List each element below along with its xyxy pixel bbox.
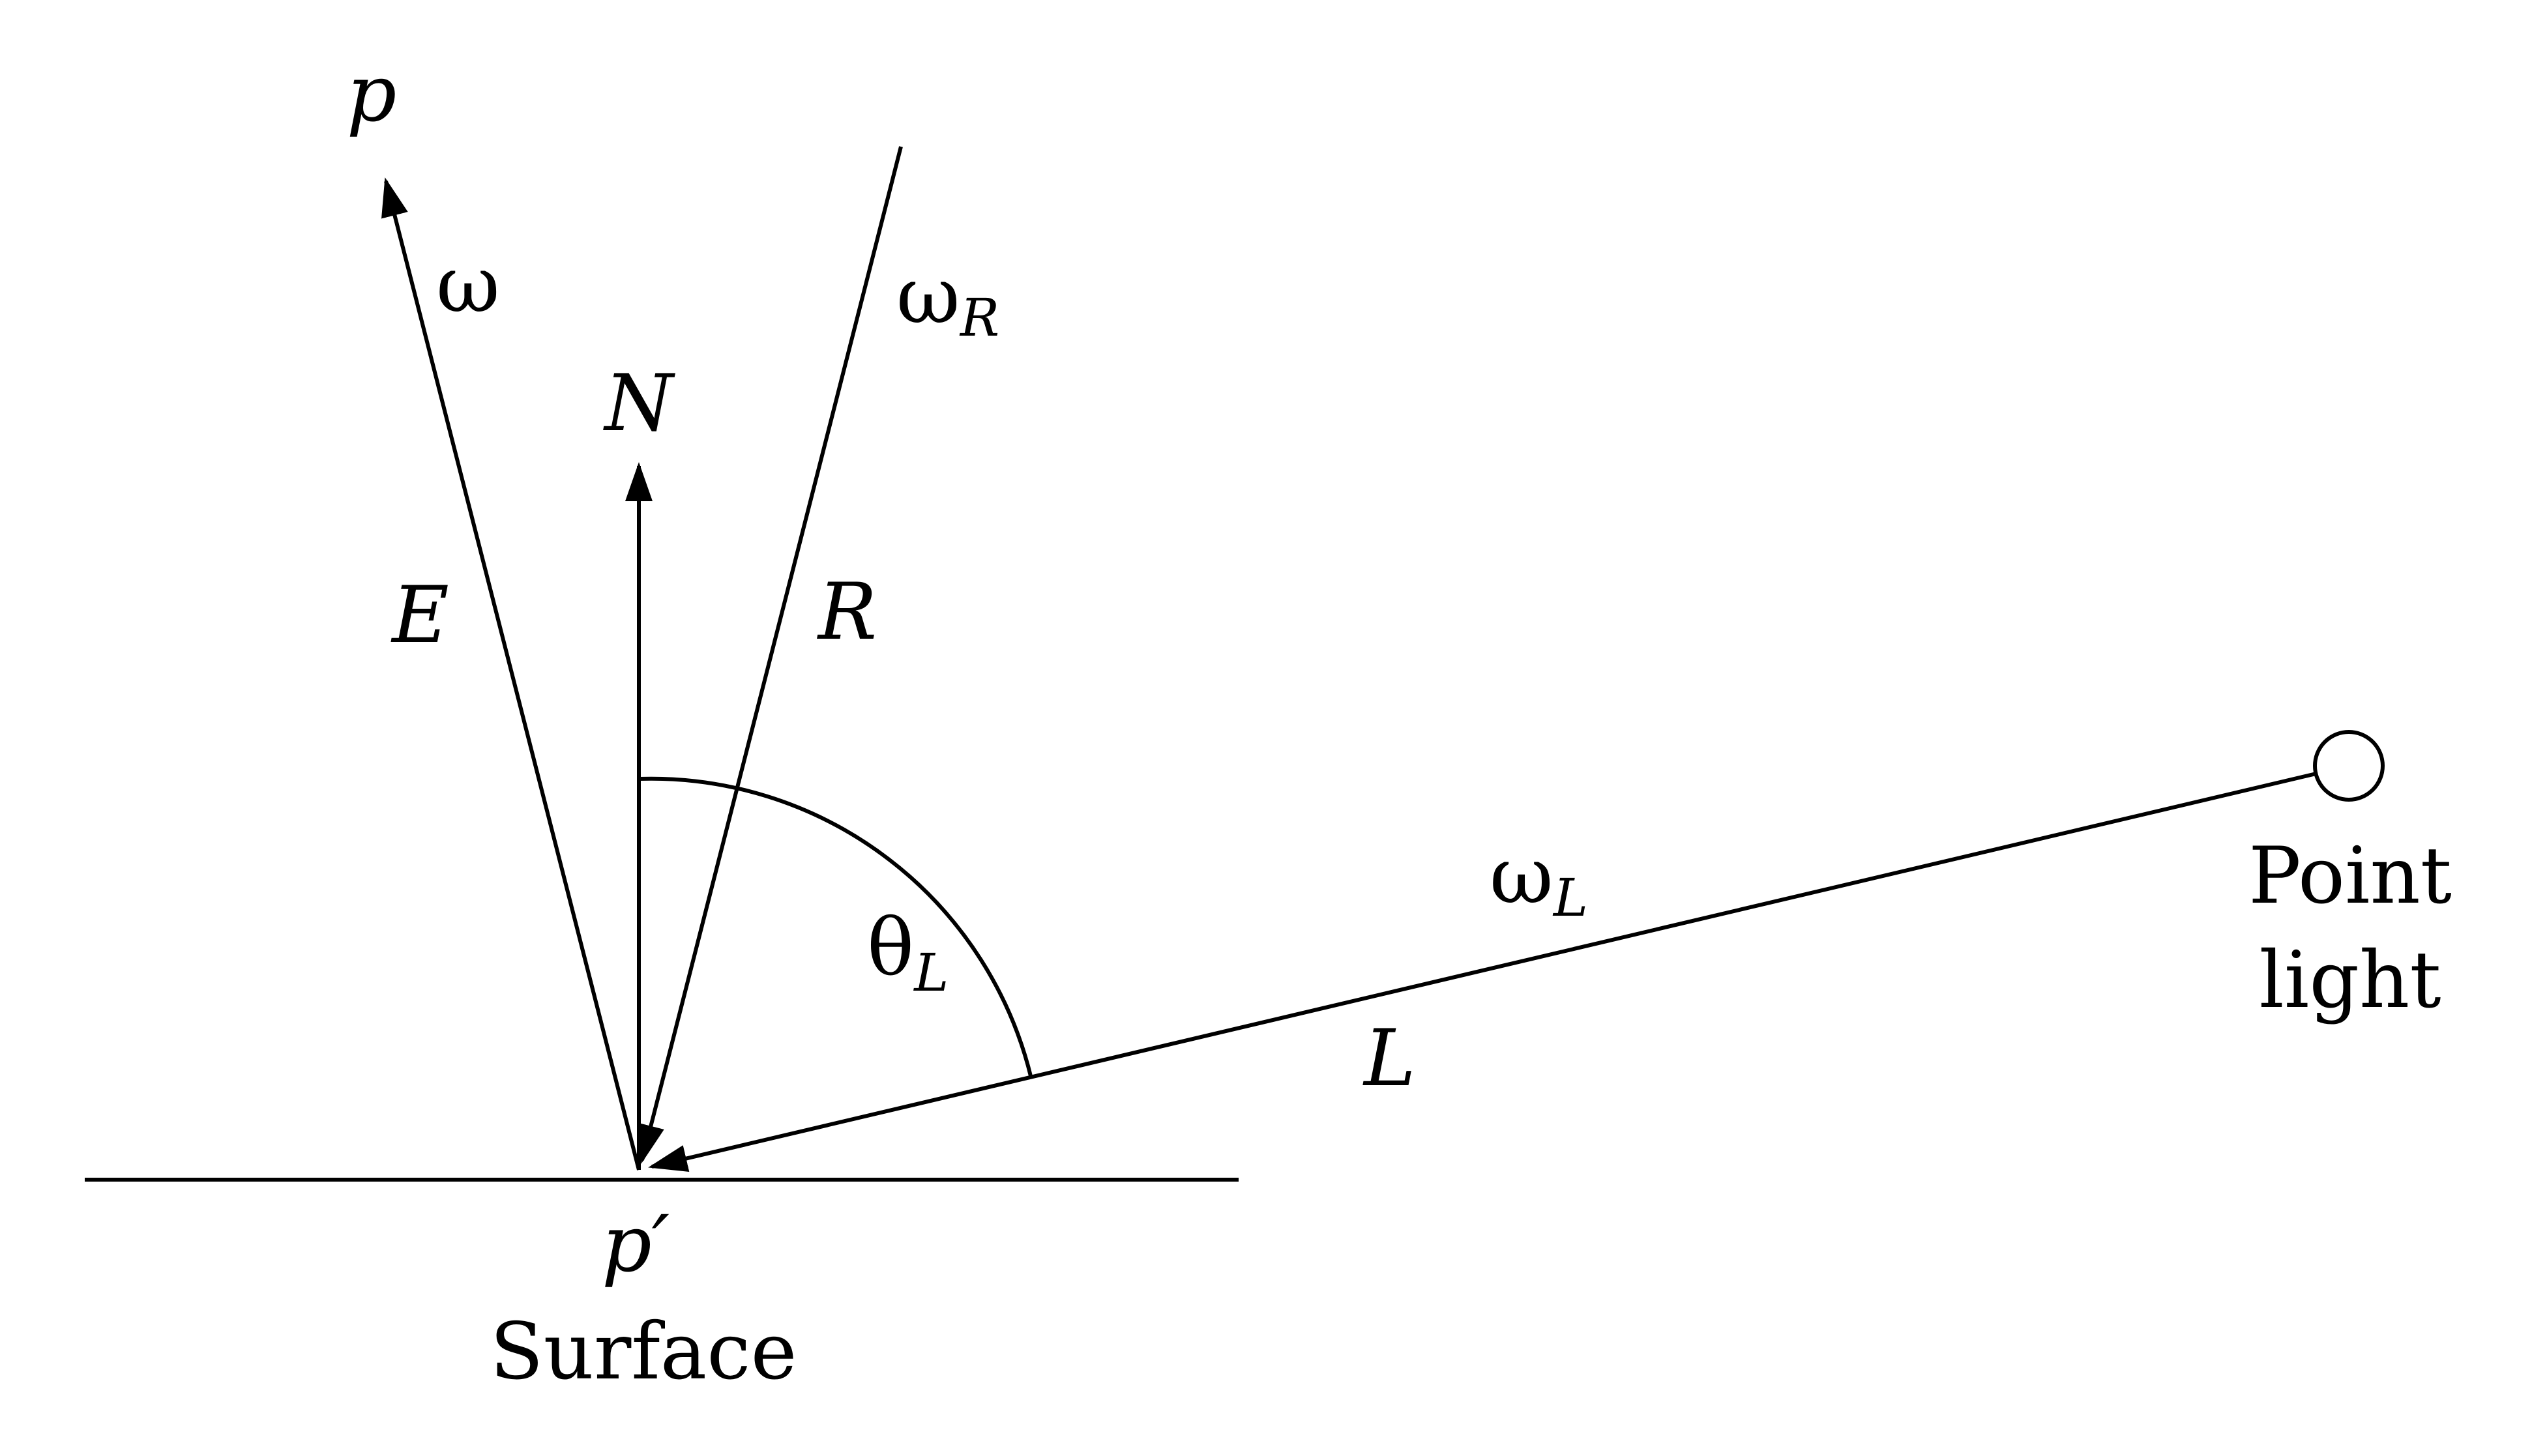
label-normal: N [603, 358, 676, 449]
theta-angle-arc [638, 776, 1033, 1079]
label-surface: Surface [490, 1307, 797, 1397]
point-light-circle [2313, 730, 2385, 802]
label-point-light-line2: light [2259, 935, 2441, 1026]
label-omega: ω [436, 240, 500, 330]
reflection-vector-line [638, 146, 903, 1164]
label-eye-vector: E [390, 570, 449, 661]
label-omega-l: ωL [1490, 831, 1588, 928]
light-vector-line [648, 772, 2317, 1172]
label-omega-r: ωR [896, 251, 999, 348]
label-p: p [347, 49, 397, 139]
label-theta-l: θL [867, 903, 949, 1003]
eye-vector-arrow [381, 177, 641, 1171]
label-light-vector: L [1362, 1013, 1416, 1104]
label-p-prime: p′ [602, 1199, 670, 1290]
label-point-light-line1: Point [2248, 831, 2452, 922]
label-reflect-vector: R [817, 567, 877, 658]
